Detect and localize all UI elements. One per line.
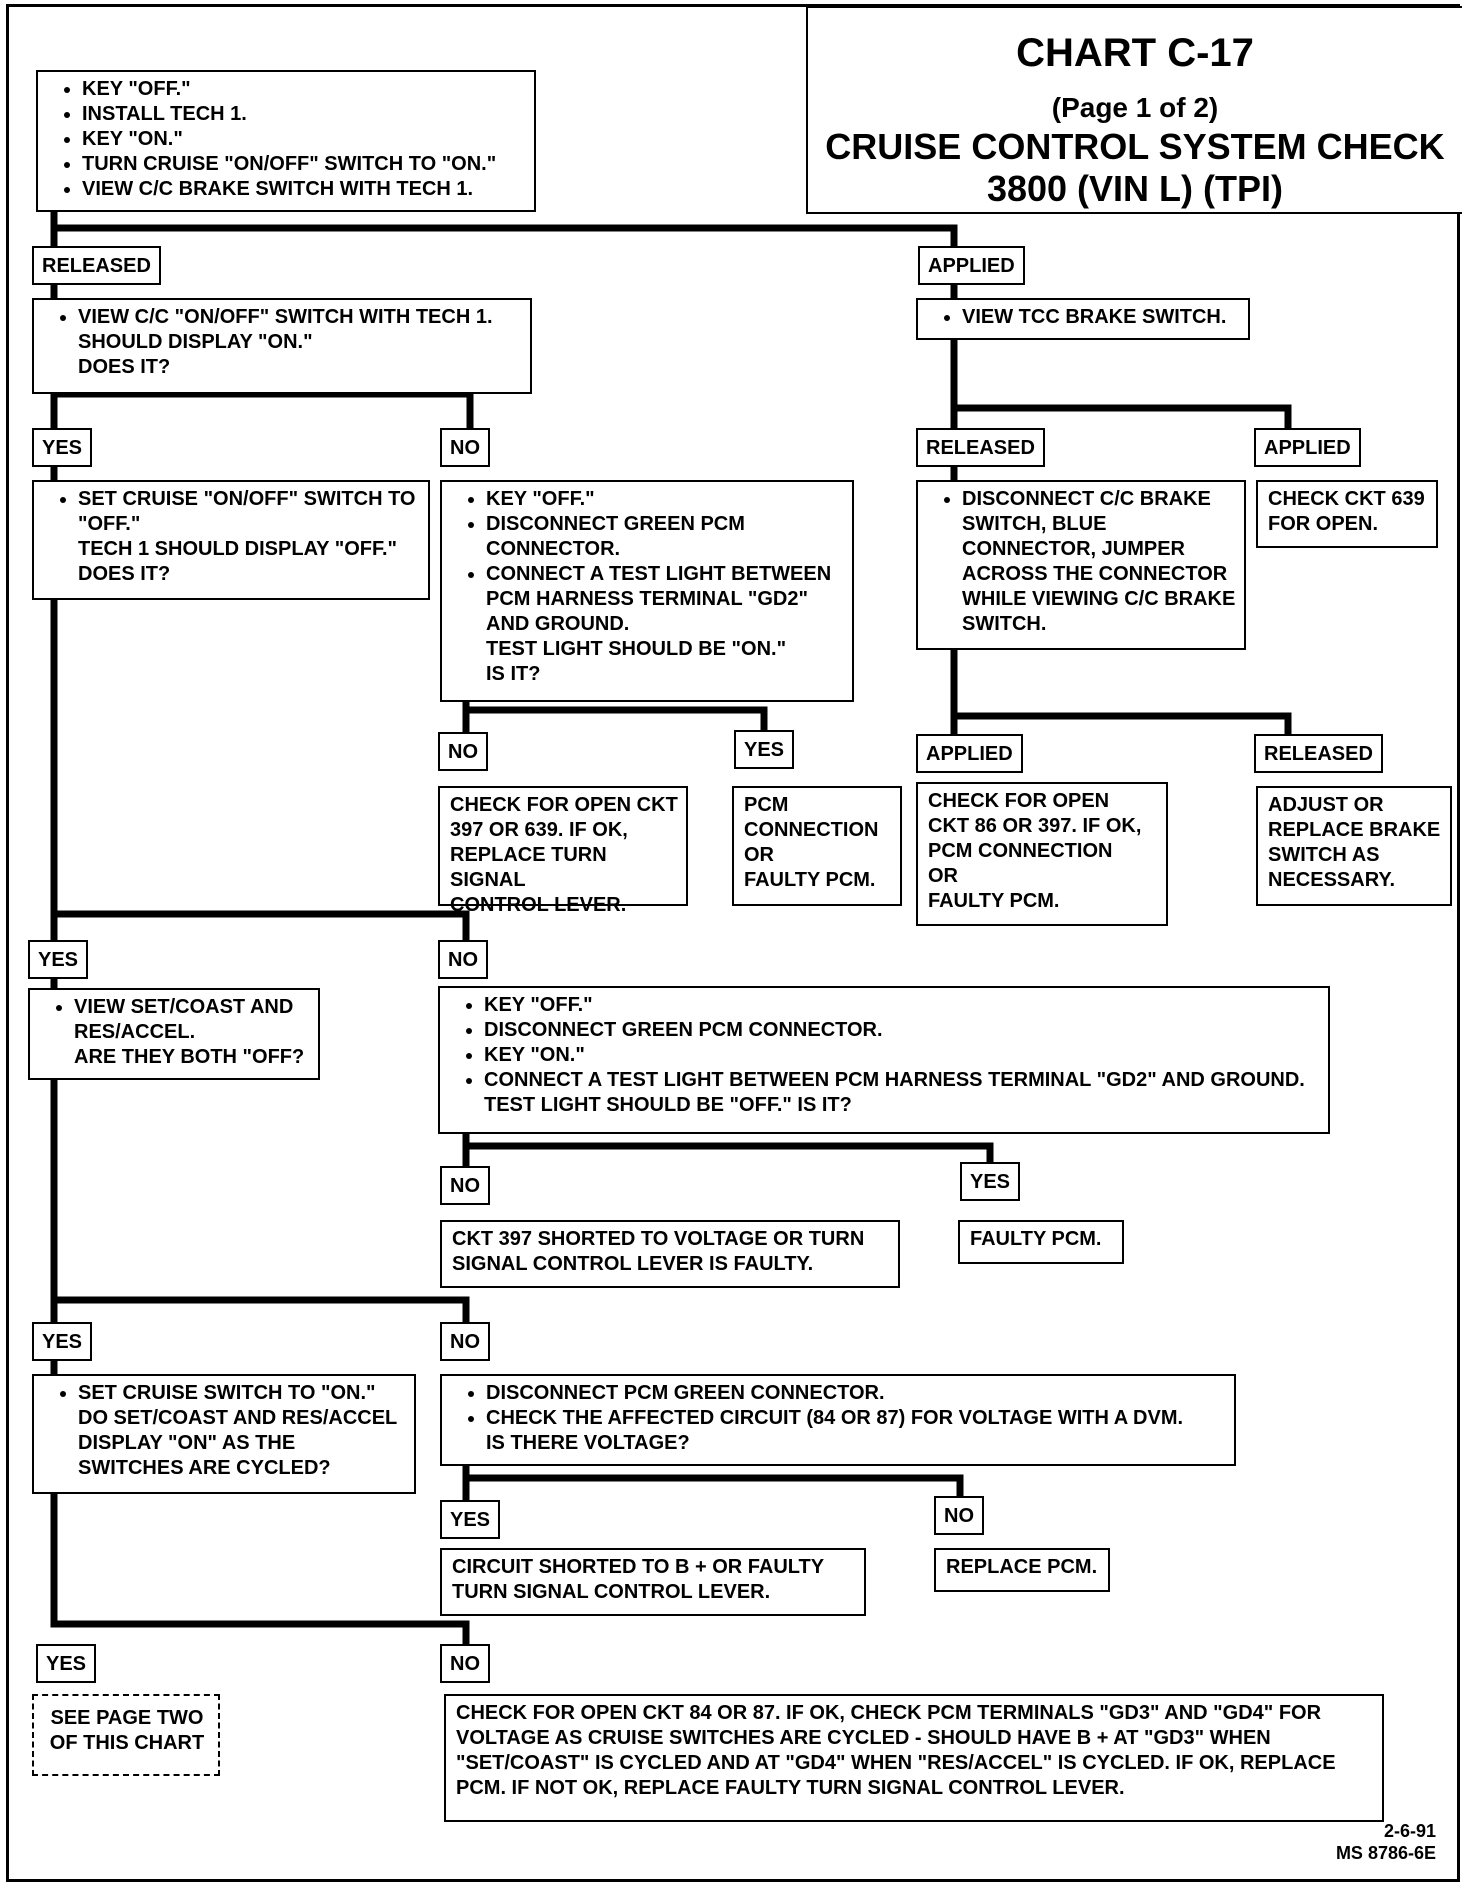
result-text: REPLACE PCM. bbox=[946, 1556, 1098, 1578]
step-bullets: VIEW TCC BRAKE SWITCH. bbox=[928, 305, 1240, 330]
result-circuit-short: CIRCUIT SHORTED TO B + OR FAULTY TURN SI… bbox=[440, 1548, 866, 1616]
step-dvm: DISCONNECT PCM GREEN CONNECTOR.CHECK THE… bbox=[440, 1374, 1236, 1466]
step-bullets: SET CRUISE "ON/OFF" SWITCH TO "OFF." bbox=[44, 487, 420, 537]
label-no-1: NO bbox=[440, 428, 490, 467]
bullet-item: VIEW C/C "ON/OFF" SWITCH WITH TECH 1. bbox=[78, 305, 522, 330]
step-view-onoff: VIEW C/C "ON/OFF" SWITCH WITH TECH 1. SH… bbox=[32, 298, 532, 394]
result-text: CHECK CKT 639 FOR OPEN. bbox=[1268, 488, 1425, 535]
bullet-item: KEY "OFF." bbox=[484, 993, 1320, 1018]
bullet-item: CONNECT A TEST LIGHT BETWEEN PCM HARNESS… bbox=[484, 1068, 1320, 1093]
label-released-1: RELEASED bbox=[32, 246, 161, 285]
bullet-item: DISCONNECT GREEN PCM CONNECTOR. bbox=[484, 1018, 1320, 1043]
step-bullets: DISCONNECT C/C BRAKE SWITCH, BLUE CONNEC… bbox=[928, 487, 1236, 637]
footer: 2-6-91 MS 8786-6E bbox=[1336, 1820, 1436, 1864]
label-applied-1: APPLIED bbox=[918, 246, 1025, 285]
label-yes-3: YES bbox=[28, 940, 89, 979]
step-gd2-on: KEY "OFF."DISCONNECT GREEN PCM CONNECTOR… bbox=[440, 480, 854, 702]
label-applied-3: APPLIED bbox=[916, 734, 1023, 773]
step-bullets: KEY "OFF."DISCONNECT GREEN PCM CONNECTOR… bbox=[450, 993, 1320, 1093]
engine-label: 3800 (VIN L) (TPI) bbox=[986, 168, 1284, 209]
bullet-item: VIEW SET/COAST AND RES/ACCEL. bbox=[74, 995, 310, 1045]
bullet-item: VIEW C/C BRAKE SWITCH WITH TECH 1. bbox=[82, 177, 526, 202]
bullet-item: SET CRUISE SWITCH TO "ON." bbox=[78, 1381, 406, 1406]
bullet-item: VIEW TCC BRAKE SWITCH. bbox=[962, 305, 1240, 330]
label-no-6: NO bbox=[934, 1496, 984, 1535]
bullet-item: KEY "OFF." bbox=[82, 77, 526, 102]
result-ckt397-short: CKT 397 SHORTED TO VOLTAGE OR TURN SIGNA… bbox=[440, 1220, 900, 1288]
step-disconnect-cc: DISCONNECT C/C BRAKE SWITCH, BLUE CONNEC… bbox=[916, 480, 1246, 650]
label-yes-5: YES bbox=[32, 1322, 93, 1361]
step-set-on: SET CRUISE SWITCH TO "ON." DO SET/COAST … bbox=[32, 1374, 416, 1494]
step-gd2-off: KEY "OFF."DISCONNECT GREEN PCM CONNECTOR… bbox=[438, 986, 1330, 1134]
step-bullets: SET CRUISE SWITCH TO "ON." bbox=[44, 1381, 406, 1406]
label-yes-6: YES bbox=[440, 1500, 501, 1539]
title-block: CHART C-17 (Page 1 of 2) CRUISE CONTROL … bbox=[806, 6, 1462, 214]
bullet-item: KEY "ON." bbox=[484, 1043, 1320, 1068]
label-released-3: RELEASED bbox=[1254, 734, 1383, 773]
bullet-item: CHECK THE AFFECTED CIRCUIT (84 OR 87) FO… bbox=[486, 1406, 1226, 1431]
bullet-item: TURN CRUISE "ON/OFF" SWITCH TO "ON." bbox=[82, 152, 526, 177]
step-set-off: SET CRUISE "ON/OFF" SWITCH TO "OFF." TEC… bbox=[32, 480, 430, 600]
result-text: CIRCUIT SHORTED TO B + OR FAULTY TURN SI… bbox=[452, 1556, 825, 1603]
label-yes-7: YES bbox=[36, 1644, 97, 1683]
step-bullets: KEY "OFF."INSTALL TECH 1.KEY "ON."TURN C… bbox=[48, 77, 526, 202]
label-no-7: NO bbox=[440, 1644, 490, 1683]
step-question: DO SET/COAST AND RES/ACCEL DISPLAY "ON" … bbox=[78, 1407, 398, 1479]
result-faulty-pcm: FAULTY PCM. bbox=[958, 1220, 1124, 1264]
step-question: TEST LIGHT SHOULD BE "OFF." IS IT? bbox=[484, 1094, 852, 1116]
step-bullets: VIEW SET/COAST AND RES/ACCEL. bbox=[40, 995, 310, 1045]
step-question: TECH 1 SHOULD DISPLAY "OFF." DOES IT? bbox=[78, 538, 398, 585]
result-text: CHECK FOR OPEN CKT 84 OR 87. IF OK, CHEC… bbox=[456, 1702, 1336, 1799]
label-yes-2: YES bbox=[734, 730, 795, 769]
label-no-4: NO bbox=[440, 1166, 490, 1205]
result-adjust-brake: ADJUST OR REPLACE BRAKE SWITCH AS NECESS… bbox=[1256, 786, 1452, 906]
bullet-item: DISCONNECT C/C BRAKE SWITCH, BLUE CONNEC… bbox=[962, 487, 1236, 637]
page-indicator: (Page 1 of 2) bbox=[1051, 92, 1219, 123]
page-frame bbox=[6, 4, 1460, 1882]
step-bullets: VIEW C/C "ON/OFF" SWITCH WITH TECH 1. bbox=[44, 305, 522, 330]
bullet-item: INSTALL TECH 1. bbox=[82, 102, 526, 127]
footer-code: MS 8786-6E bbox=[1335, 1843, 1436, 1863]
bullet-item: CONNECT A TEST LIGHT BETWEEN PCM HARNESS… bbox=[486, 562, 844, 637]
result-text: CHECK FOR OPEN CKT 397 OR 639. IF OK, RE… bbox=[450, 794, 678, 916]
continue-page-two: SEE PAGE TWO OF THIS CHART bbox=[32, 1694, 220, 1776]
bullet-item: SET CRUISE "ON/OFF" SWITCH TO "OFF." bbox=[78, 487, 420, 537]
label-yes-1: YES bbox=[32, 428, 93, 467]
step-question: SHOULD DISPLAY "ON." DOES IT? bbox=[78, 331, 313, 378]
result-text: CHECK FOR OPEN CKT 86 OR 397. IF OK, PCM… bbox=[928, 790, 1142, 912]
result-text: FAULTY PCM. bbox=[970, 1228, 1102, 1250]
result-text: CKT 397 SHORTED TO VOLTAGE OR TURN SIGNA… bbox=[452, 1228, 865, 1275]
bullet-item: DISCONNECT GREEN PCM CONNECTOR. bbox=[486, 512, 844, 562]
label-no-3: NO bbox=[438, 940, 488, 979]
step-bullets: DISCONNECT PCM GREEN CONNECTOR.CHECK THE… bbox=[452, 1381, 1226, 1431]
result-check-639: CHECK CKT 639 FOR OPEN. bbox=[1256, 480, 1438, 548]
chart-title: CRUISE CONTROL SYSTEM CHECK bbox=[825, 126, 1445, 167]
bullet-item: KEY "ON." bbox=[82, 127, 526, 152]
step-question: ARE THEY BOTH "OFF? bbox=[74, 1046, 305, 1068]
step-view-tcc: VIEW TCC BRAKE SWITCH. bbox=[916, 298, 1250, 340]
step-question: TEST LIGHT SHOULD BE "ON." IS IT? bbox=[486, 638, 787, 685]
step-start: KEY "OFF."INSTALL TECH 1.KEY "ON."TURN C… bbox=[36, 70, 536, 212]
bullet-item: DISCONNECT PCM GREEN CONNECTOR. bbox=[486, 1381, 1226, 1406]
result-text: ADJUST OR REPLACE BRAKE SWITCH AS NECESS… bbox=[1268, 794, 1441, 891]
step-question: IS THERE VOLTAGE? bbox=[486, 1432, 690, 1454]
result-replace-pcm: REPLACE PCM. bbox=[934, 1548, 1110, 1592]
footer-date: 2-6-91 bbox=[1383, 1821, 1436, 1841]
result-pcm-connection: PCM CONNECTION OR FAULTY PCM. bbox=[732, 786, 902, 906]
result-final-check: CHECK FOR OPEN CKT 84 OR 87. IF OK, CHEC… bbox=[444, 1694, 1384, 1822]
chart-number: CHART C-17 bbox=[1016, 31, 1254, 75]
result-text: SEE PAGE TWO OF THIS CHART bbox=[49, 1707, 205, 1754]
bullet-item: KEY "OFF." bbox=[486, 487, 844, 512]
label-yes-4: YES bbox=[960, 1162, 1021, 1201]
step-bullets: KEY "OFF."DISCONNECT GREEN PCM CONNECTOR… bbox=[452, 487, 844, 637]
step-view-set-coast: VIEW SET/COAST AND RES/ACCEL. ARE THEY B… bbox=[28, 988, 320, 1080]
label-no-2: NO bbox=[438, 732, 488, 771]
label-no-5: NO bbox=[440, 1322, 490, 1361]
result-check-86-397: CHECK FOR OPEN CKT 86 OR 397. IF OK, PCM… bbox=[916, 782, 1168, 926]
label-applied-2: APPLIED bbox=[1254, 428, 1361, 467]
result-check-397-639: CHECK FOR OPEN CKT 397 OR 639. IF OK, RE… bbox=[438, 786, 688, 916]
label-released-2: RELEASED bbox=[916, 428, 1045, 467]
result-text: PCM CONNECTION OR FAULTY PCM. bbox=[744, 794, 879, 891]
